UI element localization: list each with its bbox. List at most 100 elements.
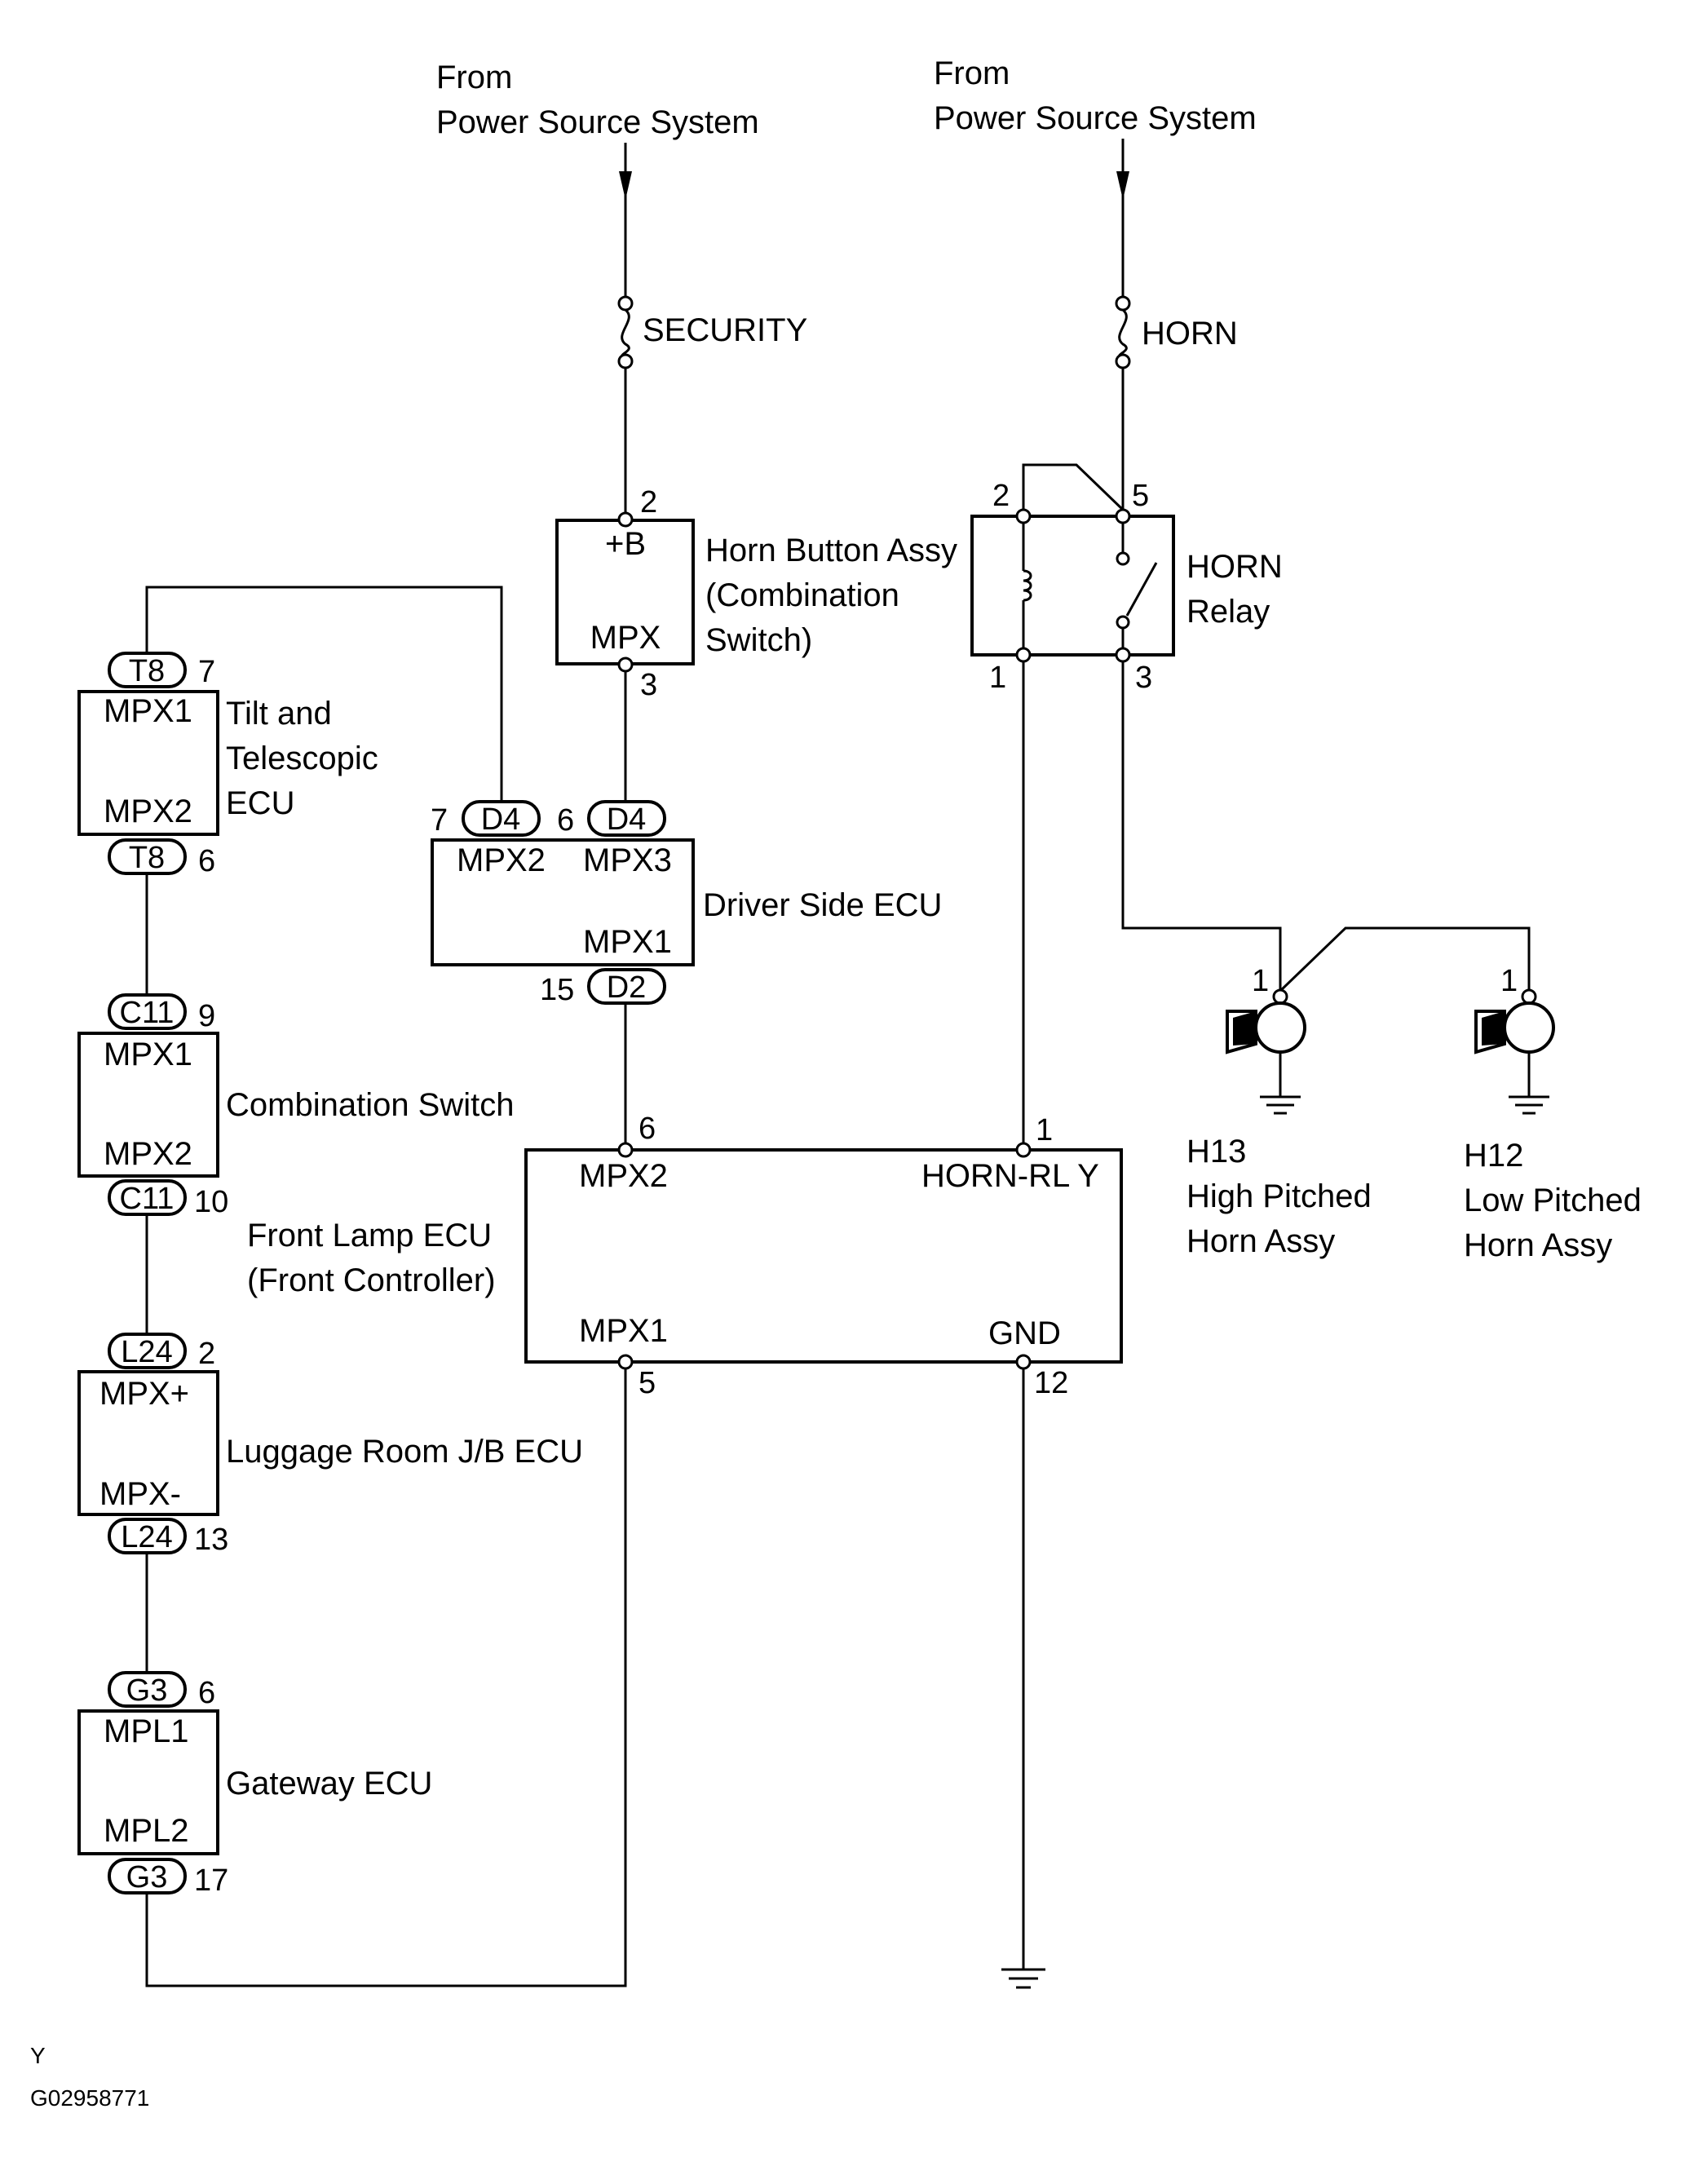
gateway-conn-top: G3 — [126, 1673, 168, 1708]
ground-icon — [1509, 1095, 1549, 1115]
fuse-icon — [1115, 295, 1131, 369]
horn-high-pin: 1 — [1252, 964, 1269, 998]
driver-name: Driver Side ECU — [703, 887, 942, 923]
horn-speaker-icon — [1254, 1001, 1306, 1054]
luggage-pin-top: 2 — [198, 1337, 215, 1371]
horn-button-pin-top: 2 — [640, 485, 657, 519]
gateway-ecu: G3 6 G3 17 MPL1 MPL2 Gateway ECU — [77, 1671, 432, 1898]
driver-term-left: MPX2 — [457, 842, 546, 878]
tilt-name-line3: ECU — [226, 785, 294, 821]
ground-icon — [1260, 1095, 1301, 1115]
driver-conn-left: D4 — [481, 802, 521, 837]
horn-button-term-top: +B — [605, 526, 646, 562]
luggage-room-jb-ecu: L24 2 L24 13 MPX+ MPX- Luggage Room J/B … — [77, 1333, 583, 1557]
arrow-down-icon — [619, 171, 632, 200]
frontlamp-pin-bl: 5 — [639, 1366, 656, 1400]
tilt-term-bottom: MPX2 — [104, 794, 192, 829]
driver-term-right: MPX3 — [583, 842, 672, 878]
horn-speaker-icon — [1503, 1001, 1555, 1054]
wire-tilt-to-driverecu — [145, 586, 503, 803]
wire-relay-pin2-to-pin5 — [1022, 463, 1125, 515]
luggage-term-bottom: MPX- — [99, 1476, 181, 1512]
horn-button-assy: 2 3 +B MPX Horn Button Assy (Combination… — [555, 485, 957, 702]
tilt-term-top: MPX1 — [104, 693, 192, 729]
tilt-name-line2: Telescopic — [226, 741, 378, 776]
luggage-conn-bottom: L24 — [121, 1520, 172, 1554]
horn-button-term-bottom: MPX — [590, 620, 661, 656]
driver-term-bottom: MPX1 — [583, 924, 672, 960]
combswitch-pin-top: 9 — [198, 999, 215, 1033]
combswitch-conn-top: C11 — [120, 996, 175, 1030]
driver-pin-bottom: 15 — [540, 973, 574, 1007]
driver-pin-right: 6 — [557, 803, 574, 838]
frontlamp-term-br: GND — [988, 1315, 1061, 1351]
relay-pin-bl: 1 — [989, 661, 1006, 695]
gateway-pin-top: 6 — [198, 1676, 215, 1710]
combswitch-term-top: MPX1 — [104, 1037, 192, 1072]
horn-low-id: H12 — [1464, 1138, 1523, 1174]
footer-letter: Y — [30, 2043, 46, 2068]
gateway-name: Gateway ECU — [226, 1766, 432, 1802]
combswitch-name: Combination Switch — [226, 1087, 515, 1123]
gateway-term-bottom: MPL2 — [104, 1813, 189, 1849]
frontlamp-term-tr: HORN-RL Y — [921, 1158, 1099, 1194]
frontlamp-pin-tr: 1 — [1036, 1113, 1053, 1147]
wire-horn-link — [1279, 926, 1531, 997]
driver-side-ecu: D4 7 D4 6 D2 15 MPX2 MPX3 MPX1 Driver Si… — [431, 800, 942, 1007]
frontlamp-name-line1: Front Lamp ECU — [247, 1218, 492, 1253]
gateway-conn-bottom: G3 — [126, 1860, 168, 1894]
power-source-left-line1: From — [436, 60, 512, 95]
fuse-security-label: SECURITY — [643, 312, 807, 348]
horn-low-line2: Low Pitched — [1464, 1183, 1642, 1218]
tilt-pin-bottom: 6 — [198, 844, 215, 878]
luggage-name: Luggage Room J/B ECU — [226, 1434, 583, 1470]
horn-high-id: H13 — [1186, 1134, 1246, 1169]
wire-relay-pin3-to-horns — [1121, 661, 1282, 997]
frontlamp-pin-br: 12 — [1034, 1366, 1068, 1400]
power-source-left-line2: Power Source System — [436, 104, 759, 140]
tilt-conn-bottom: T8 — [129, 841, 165, 875]
tilt-pin-top: 7 — [198, 655, 215, 689]
fuse-icon — [617, 295, 634, 369]
tilt-name-line1: Tilt and — [226, 696, 332, 732]
frontlamp-term-bl: MPX1 — [579, 1313, 668, 1349]
ground-icon — [1001, 1968, 1045, 1989]
horn-high-line2: High Pitched — [1186, 1178, 1372, 1214]
horn-button-name-line1: Horn Button Assy — [705, 533, 957, 568]
relay-pin-tr: 5 — [1132, 479, 1149, 513]
driver-pin-left: 7 — [431, 803, 448, 838]
luggage-term-top: MPX+ — [99, 1376, 189, 1412]
footer-code: G02958771 — [30, 2085, 149, 2111]
luggage-conn-top: L24 — [121, 1335, 172, 1369]
frontlamp-name-line2: (Front Controller) — [247, 1262, 496, 1298]
combswitch-conn-bottom: C11 — [120, 1182, 175, 1216]
horn-button-pin-bottom: 3 — [640, 668, 657, 702]
relay-pin-br: 3 — [1135, 661, 1152, 695]
gateway-pin-bottom: 17 — [194, 1863, 228, 1898]
combination-switch: C11 9 C11 10 MPX1 MPX2 Combination Switc… — [77, 993, 515, 1219]
horn-high-pitched: 1 H13 High Pitched Horn Assy — [1186, 964, 1372, 1259]
arrow-down-icon — [1116, 171, 1129, 200]
relay-coil-icon — [1022, 523, 1032, 648]
horn-button-name-line3: Switch) — [705, 622, 812, 658]
horn-low-line3: Horn Assy — [1464, 1227, 1612, 1263]
power-source-right: From Power Source System — [934, 55, 1257, 136]
tilt-conn-top: T8 — [129, 654, 165, 688]
power-source-right-line1: From — [934, 55, 1010, 91]
driver-conn-right: D4 — [607, 802, 647, 837]
horn-relay: 2 5 1 3 HORN Relay — [970, 463, 1283, 695]
horn-high-line3: Horn Assy — [1186, 1223, 1335, 1259]
driver-conn-bottom: D2 — [607, 970, 647, 1005]
luggage-pin-bottom: 13 — [194, 1523, 228, 1557]
horn-button-name-line2: (Combination — [705, 577, 899, 613]
frontlamp-pin-tl: 6 — [639, 1112, 656, 1146]
combswitch-term-bottom: MPX2 — [104, 1136, 192, 1172]
power-source-right-line2: Power Source System — [934, 100, 1257, 136]
horn-low-pin: 1 — [1500, 964, 1518, 998]
relay-name-line2: Relay — [1186, 594, 1270, 630]
relay-name-line1: HORN — [1186, 549, 1283, 585]
horn-low-pitched: 1 H12 Low Pitched Horn Assy — [1464, 964, 1642, 1263]
combswitch-pin-bottom: 10 — [194, 1185, 228, 1219]
fuse-horn-label: HORN — [1142, 316, 1238, 351]
